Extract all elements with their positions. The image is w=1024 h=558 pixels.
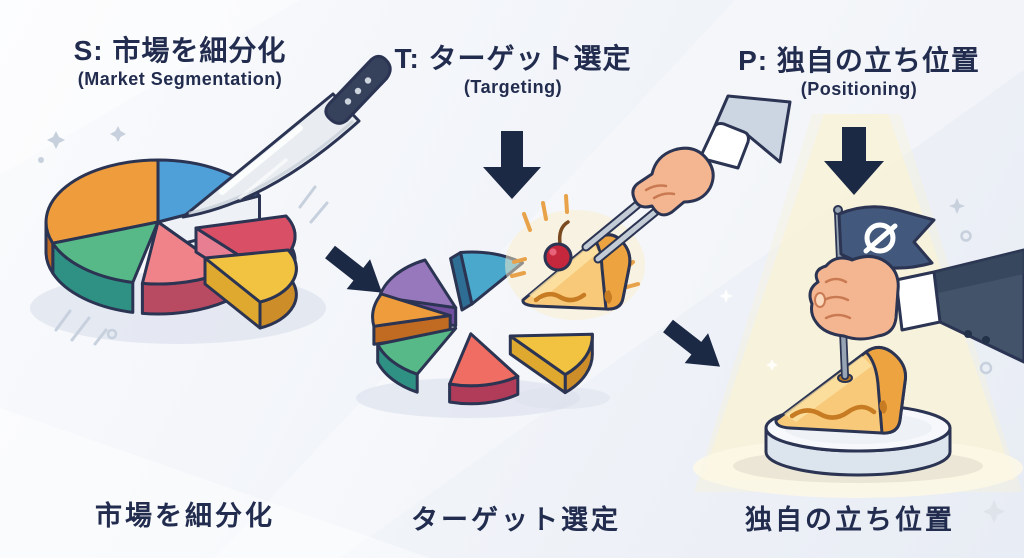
down-arrow-targeting-icon	[483, 131, 541, 199]
cherry-icon	[543, 220, 573, 272]
section-subtitle: (Market Segmentation)	[77, 68, 283, 89]
sparkle-icon	[719, 198, 1005, 523]
sparkle-icon	[38, 126, 329, 346]
section-title: S: 市場を細分化	[73, 35, 287, 66]
segmentation-illustration	[30, 54, 392, 346]
cut-slice-yellow	[203, 248, 298, 330]
flow-arrow-2-icon	[663, 319, 721, 367]
hand-with-tongs-icon	[581, 94, 792, 264]
targeting-illustration	[356, 94, 792, 418]
section-caption-positioning: 独自の立ち位置	[745, 505, 955, 535]
section-caption-targeting: ターゲット選定	[411, 505, 621, 535]
flow-arrow-1-icon	[325, 245, 383, 293]
section-subtitle: (Targeting)	[463, 76, 563, 97]
section-subtitle: (Positioning)	[800, 78, 918, 99]
section-header-positioning: P: 独自の立ち位置 (Positioning)	[700, 45, 1018, 100]
cuff	[698, 122, 750, 170]
section-header-segmentation: S: 市場を細分化 (Market Segmentation)	[18, 35, 342, 90]
knife-icon	[181, 54, 392, 219]
hand	[808, 255, 900, 341]
slice-shadow	[514, 387, 610, 409]
suit-hand-icon	[808, 248, 1024, 364]
section-header-targeting: T: ターゲット選定 (Targeting)	[368, 43, 658, 98]
section-title: P: 独自の立ち位置	[738, 45, 980, 76]
positioning-illustration	[719, 198, 1024, 523]
cuff	[894, 270, 942, 332]
section-title: T: ターゲット選定	[394, 43, 632, 74]
exploded-pie-icon	[371, 250, 594, 406]
down-arrow-positioning-icon	[824, 127, 884, 195]
section-caption-segmentation: 市場を細分化	[95, 501, 275, 531]
